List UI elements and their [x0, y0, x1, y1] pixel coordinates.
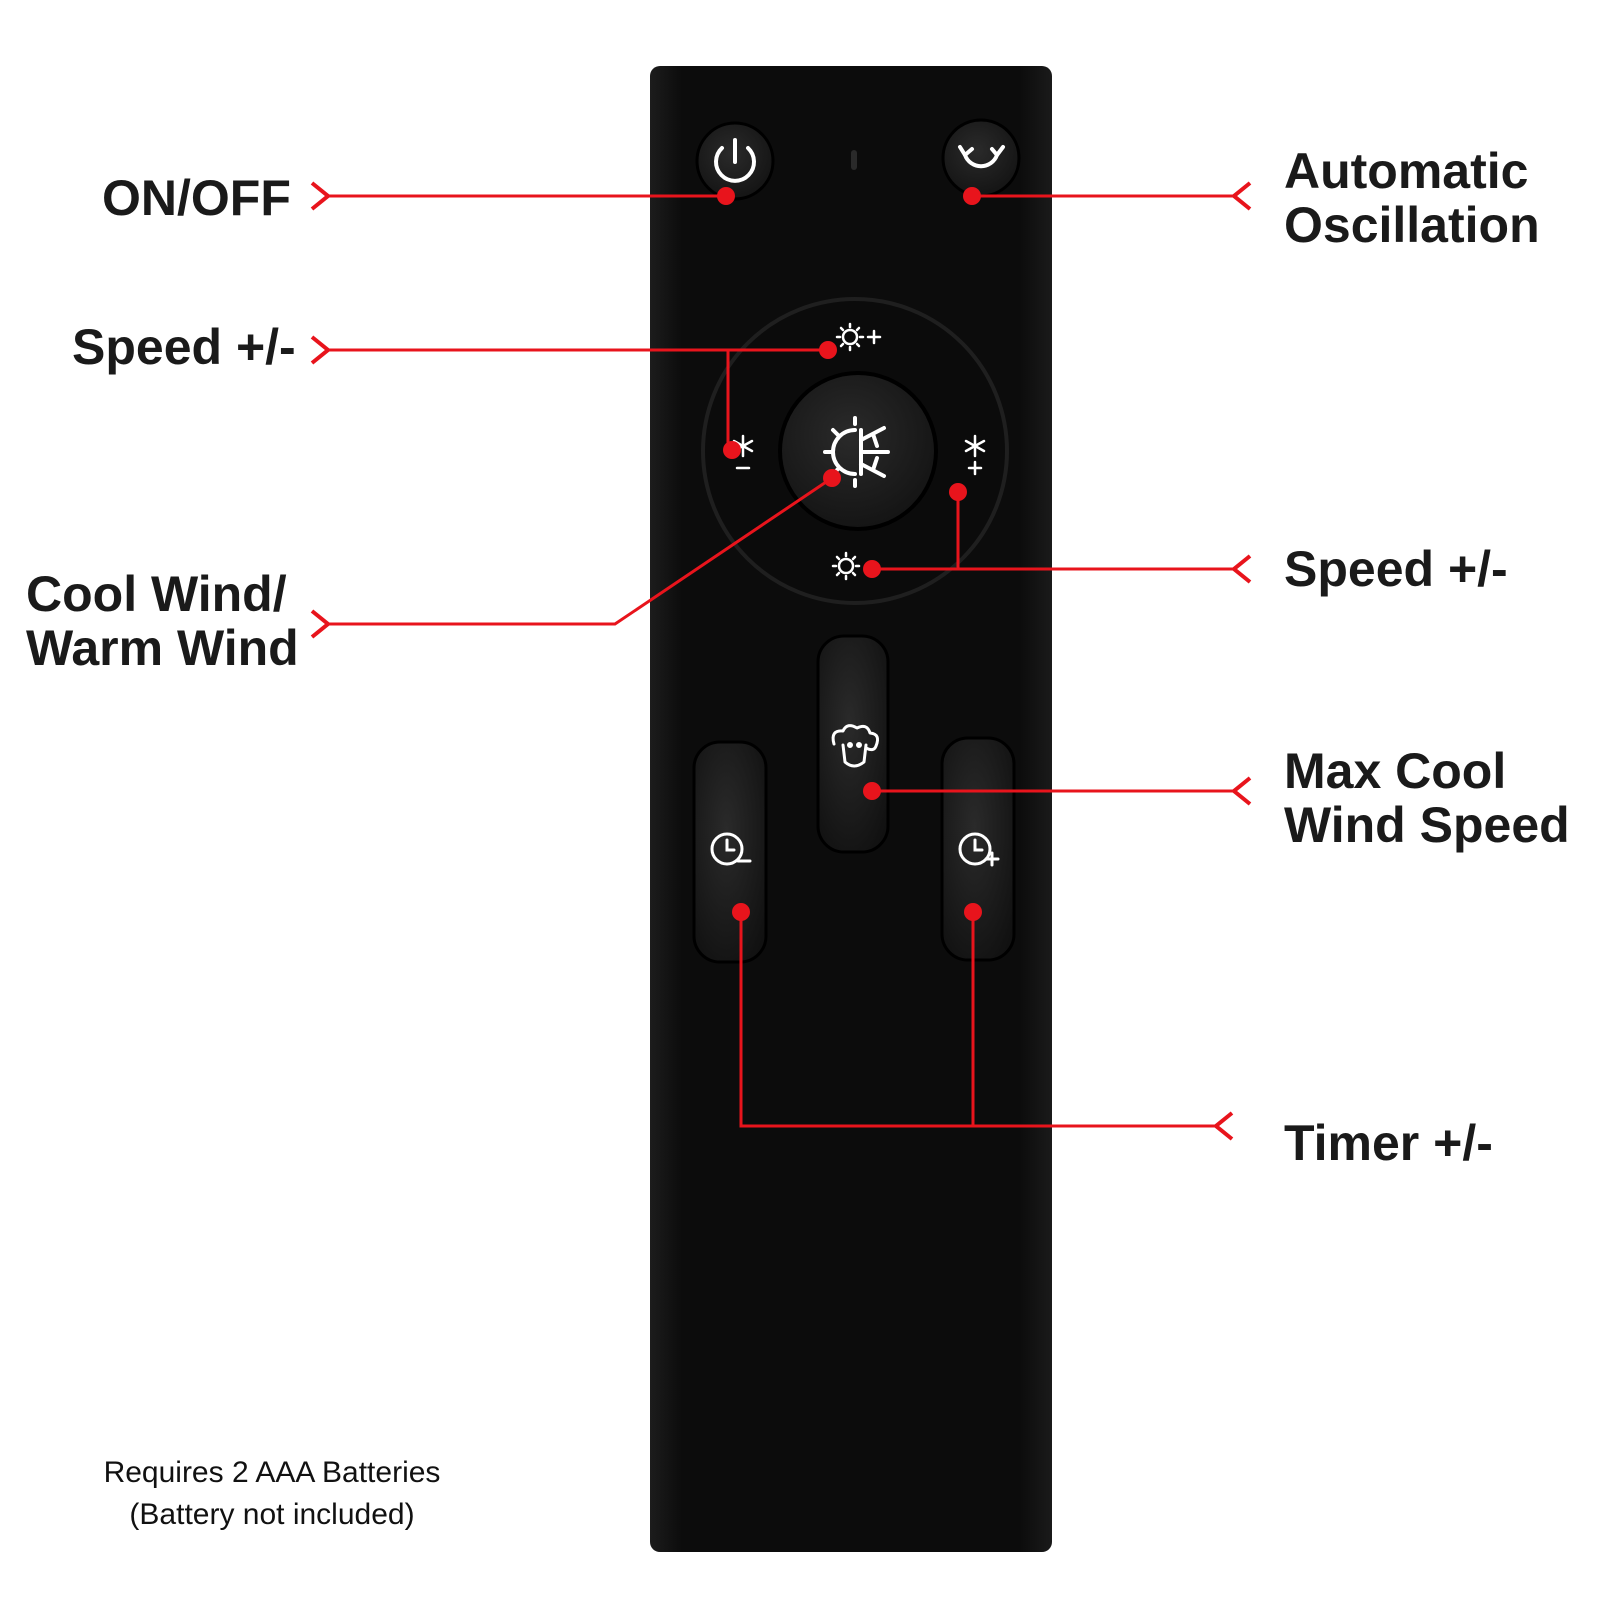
callout-dots	[717, 187, 982, 921]
label-speed-right: Speed +/-	[1284, 542, 1508, 596]
power-button[interactable]	[695, 121, 775, 201]
label-oscillation-line-2: Oscillation	[1284, 197, 1540, 253]
callout-cool-warm	[328, 476, 833, 624]
label-speed-left: Speed +/-	[72, 320, 296, 374]
label-max-cool-line-1: Max Cool	[1284, 743, 1507, 799]
label-speed-left-text: Speed +/-	[72, 319, 296, 375]
label-cool-warm: Cool Wind/ Warm Wind	[26, 567, 299, 675]
label-on-off-text: ON/OFF	[102, 170, 291, 226]
rotate-arrow-icon	[958, 145, 1005, 169]
battery-note: Requires 2 AAA Batteries (Battery not in…	[62, 1452, 482, 1536]
label-oscillation: Automatic Oscillation	[1284, 144, 1540, 252]
label-max-cool-line-2: Wind Speed	[1284, 797, 1570, 853]
power-icon	[714, 138, 756, 183]
speed-down-button[interactable]	[831, 551, 861, 581]
cloud-face-icon	[831, 724, 879, 768]
cool-warm-button[interactable]	[778, 371, 938, 531]
label-on-off: ON/OFF	[102, 171, 291, 225]
label-oscillation-line-1: Automatic	[1284, 143, 1529, 199]
oscillation-button[interactable]	[941, 118, 1021, 198]
sun-plus-icon	[835, 322, 882, 352]
battery-note-line-2: (Battery not included)	[129, 1498, 415, 1531]
indicator-light	[851, 150, 857, 170]
snowflake-plus-icon	[964, 434, 986, 476]
timer-minus-button[interactable]	[692, 740, 768, 964]
speed-up-button[interactable]	[835, 322, 882, 352]
timer-plus-button[interactable]	[940, 736, 1016, 962]
label-timer: Timer +/-	[1284, 1116, 1493, 1170]
sun-snowflake-icon	[823, 416, 890, 488]
max-cool-button[interactable]	[816, 634, 890, 854]
label-cool-warm-line-2: Warm Wind	[26, 620, 299, 676]
battery-note-line-1: Requires 2 AAA Batteries	[103, 1456, 441, 1489]
wind-up-button[interactable]	[964, 434, 986, 476]
label-cool-warm-line-1: Cool Wind/	[26, 566, 287, 622]
label-max-cool: Max Cool Wind Speed	[1284, 744, 1570, 852]
clock-minus-icon	[710, 832, 752, 866]
callout-timer	[739, 912, 1216, 1126]
callout-lines	[328, 196, 1234, 1126]
label-timer-text: Timer +/-	[1284, 1115, 1493, 1171]
sun-icon	[831, 551, 861, 581]
clock-plus-icon	[958, 832, 1000, 867]
label-speed-right-text: Speed +/-	[1284, 541, 1508, 597]
